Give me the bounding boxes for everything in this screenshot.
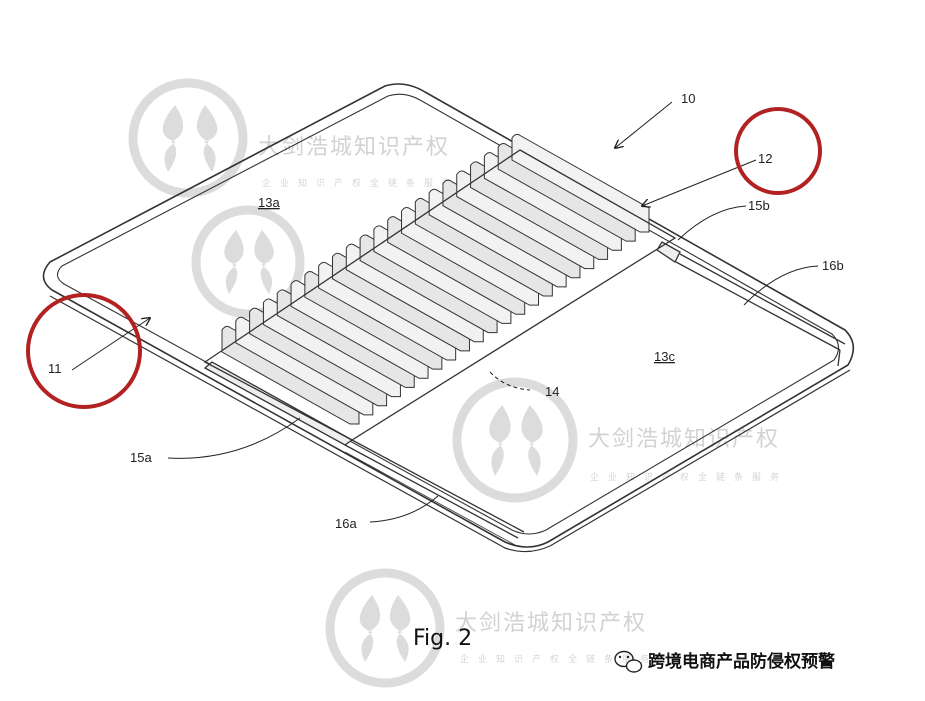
ref-16a: 16a <box>335 516 357 531</box>
account-name: 跨境电商产品防侵权预警 <box>648 651 835 672</box>
arrow-11 <box>71 318 150 371</box>
company-logo-icon <box>325 568 445 688</box>
strip-16b <box>675 253 846 351</box>
ref-10: 10 <box>681 91 695 106</box>
tray-inner-rim <box>56 93 840 535</box>
ridge-area <box>221 133 650 425</box>
strip-16a <box>344 439 525 539</box>
company-logo-icon <box>128 78 248 198</box>
ref-14: 14 <box>545 384 559 399</box>
figure-caption: Fig. 2 <box>413 626 472 651</box>
watermark-subtext: 企业知识产权全链条服务 <box>590 471 788 483</box>
leader-16b <box>743 265 819 306</box>
watermark-bottom: 大剑浩城知识产权 企业知识产权全链条服务 <box>325 568 658 688</box>
ref-12: 12 <box>758 151 772 166</box>
watermark-mid-right: 大剑浩城知识产权 企业知识产权全链条服务 <box>452 377 788 503</box>
ref-13a: 13a <box>258 195 280 210</box>
ridge-area-outline <box>203 149 677 441</box>
arrow-10 <box>615 101 673 148</box>
company-logo-icon <box>452 377 578 503</box>
arrow-12 <box>642 159 757 206</box>
wechat-icon <box>614 650 643 673</box>
ref-15b: 15b <box>748 198 770 213</box>
logo-mark-icon <box>162 105 184 172</box>
ref-13c: 13c <box>654 349 675 364</box>
watermark-text: 大剑浩城知识产权 <box>258 135 450 160</box>
leader-15a <box>167 417 301 459</box>
tray-outer-rim <box>42 83 855 548</box>
leader-15b <box>677 205 747 241</box>
company-logo-icon <box>191 205 305 319</box>
ref-16b: 16b <box>822 258 844 273</box>
highlight-circle-12 <box>734 107 822 195</box>
leader-14 <box>489 371 531 391</box>
leader-16a <box>369 495 439 523</box>
watermark-subtext: 企业知识产权全链条服务 <box>262 177 460 189</box>
ref-11: 11 <box>48 361 62 376</box>
tray-body <box>42 83 855 553</box>
leader-lines <box>71 101 819 523</box>
watermark-text: 大剑浩城知识产权 <box>455 611 647 636</box>
strip-15b <box>656 241 681 263</box>
ridge-fin <box>511 133 650 233</box>
account-badge: 跨境电商产品防侵权预警 <box>614 650 835 673</box>
watermark-top-left: 大剑浩城知识产权 企业知识产权全链条服务 <box>128 78 460 198</box>
ref-15a: 15a <box>130 450 152 465</box>
watermark-subtext: 企业知识产权全链条服务 <box>460 653 658 665</box>
highlight-circle-11 <box>26 293 142 409</box>
